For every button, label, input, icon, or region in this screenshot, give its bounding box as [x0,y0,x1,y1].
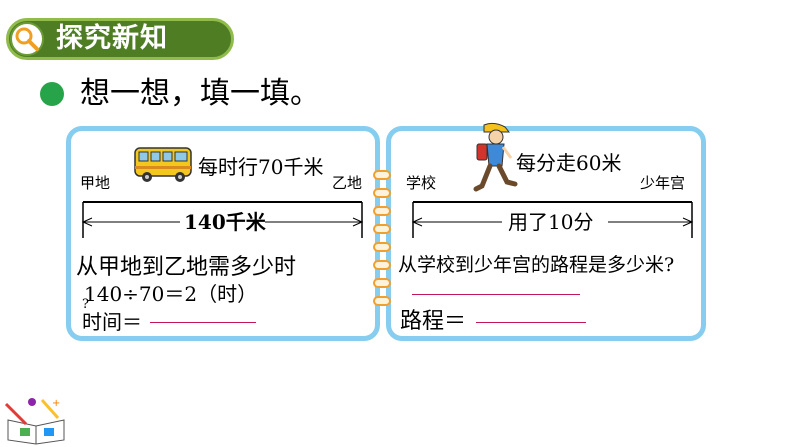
binder-ring [373,206,391,216]
minibus-icon [134,147,192,182]
binder-ring [373,170,391,180]
right-question: 从学校到少年宫的路程是多少米? [398,254,675,276]
stray-question-mark: ? [82,297,89,312]
right-answer-label: 路程＝ [400,309,467,334]
math-book-icon: + [4,398,65,445]
left-question: 从甲地到乙地需多少时 [76,255,297,280]
prompt-text: 想一想，填一填。 [80,76,320,111]
binder-ring [373,242,391,252]
left-distance-label: 140千米 [184,210,266,234]
section-title: 探究新知 [56,23,168,54]
walking-student-icon [473,122,518,192]
left-end-label: 乙地 [332,174,363,192]
left-answer-label: 时间＝ [82,310,142,334]
binder-ring [373,188,391,198]
svg-text:+: + [52,398,60,409]
left-answer-blank [150,322,256,323]
bullet-dot [40,82,64,106]
binder-ring [373,260,391,270]
right-time-label: 用了10分 [508,210,594,234]
right-start-label: 学校 [406,174,437,192]
binder-ring [373,278,391,288]
right-answer-blank [476,322,586,323]
right-speed-text: 每分走60米 [516,151,622,175]
left-speed-text: 每时行70千米 [198,155,324,179]
left-problem-card [66,126,380,341]
section-badge [6,18,234,60]
left-computation: 140÷70＝2（时） [84,282,258,306]
magnifier-icon [10,22,44,56]
binder-ring [373,224,391,234]
binder-ring [373,296,391,306]
right-end-label: 少年宫 [640,174,686,192]
left-distance-line [81,201,364,238]
left-start-label: 甲地 [80,174,111,192]
right-answer-blank-top [412,294,580,295]
right-problem-card [386,126,706,341]
right-distance-line [411,201,694,238]
